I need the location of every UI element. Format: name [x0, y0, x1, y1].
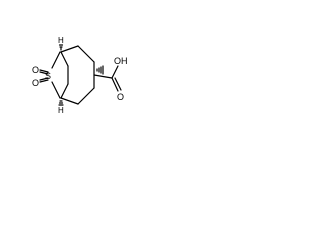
- carbonyl-o-label: O: [117, 92, 124, 102]
- molecule-drawing: S O O OH O H H: [32, 36, 128, 115]
- hashed-bond-top-h: [58, 44, 64, 51]
- bond-c5-c4: [60, 97, 79, 105]
- bond-s-o-top: [39, 69, 49, 73]
- bond-ccarb-o-double: [114, 77, 122, 91]
- hashed-bond-c3-cooh: [96, 65, 104, 75]
- oxo-top-label: O: [32, 65, 39, 75]
- hashed-bond-bottom-h: [58, 100, 64, 106]
- structure-canvas: S O O OH O H H: [0, 0, 152, 152]
- bond-c3-ccarb: [93, 74, 113, 79]
- bond-s-o-bottom-double: [39, 79, 49, 83]
- oxo-bottom-label: O: [32, 78, 39, 88]
- bond-c4-c3: [77, 87, 95, 105]
- bond-c1-c2: [60, 45, 79, 53]
- bridgehead-h-bottom-label: H: [58, 106, 64, 115]
- bond-c5-s: [51, 81, 61, 99]
- bond-ccarb-o: [111, 77, 119, 92]
- bond-s-o-top-double: [39, 71, 49, 75]
- bond-c2-c3: [77, 45, 95, 63]
- sulfur-label: S: [45, 71, 51, 81]
- bond-s-o-bottom: [39, 77, 49, 81]
- bond-ccarb-oh: [111, 65, 119, 79]
- bond-c6-c5: [60, 83, 69, 99]
- bond-c1-s: [51, 51, 61, 69]
- hydroxyl-label: OH: [114, 56, 128, 66]
- bond-c1-c7: [60, 51, 69, 67]
- bridgehead-h-top-label: H: [58, 36, 64, 45]
